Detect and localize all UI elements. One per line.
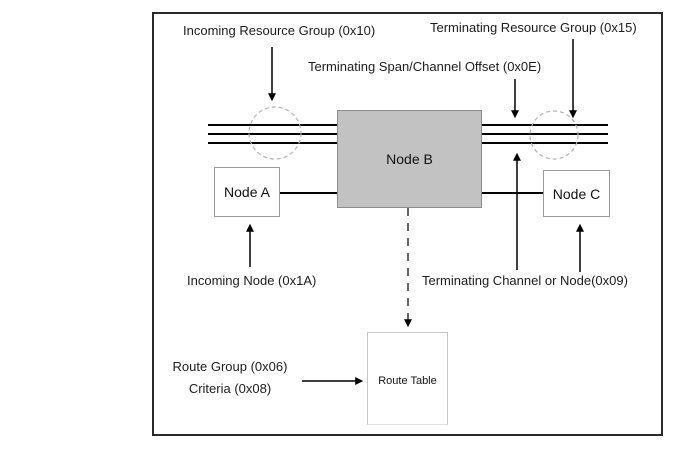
incoming-node-label: Incoming Node (0x1A): [187, 273, 317, 288]
incoming-resource-group-label: Incoming Resource Group (0x10): [183, 23, 376, 38]
route-group-label: Route Group (0x06): [172, 359, 288, 374]
terminating-span-channel-offset-label: Terminating Span/Channel Offset (0x0E): [308, 59, 542, 74]
node-a-box: Node A: [214, 167, 280, 217]
node-b-box: Node B: [337, 110, 482, 208]
node-c-label: Node C: [552, 185, 601, 202]
criteria-label: Criteria (0x08): [188, 381, 272, 396]
terminating-channel-or-node-label: Terminating Channel or Node(0x09): [422, 273, 628, 288]
route-table-box: Route Table: [367, 332, 448, 425]
node-c-box: Node C: [543, 170, 610, 217]
node-b-label: Node B: [386, 151, 433, 167]
terminating-resource-group-label: Terminating Resource Group (0x15): [430, 20, 637, 35]
node-a-label: Node A: [224, 184, 270, 200]
route-table-label: Route Table: [378, 375, 437, 387]
